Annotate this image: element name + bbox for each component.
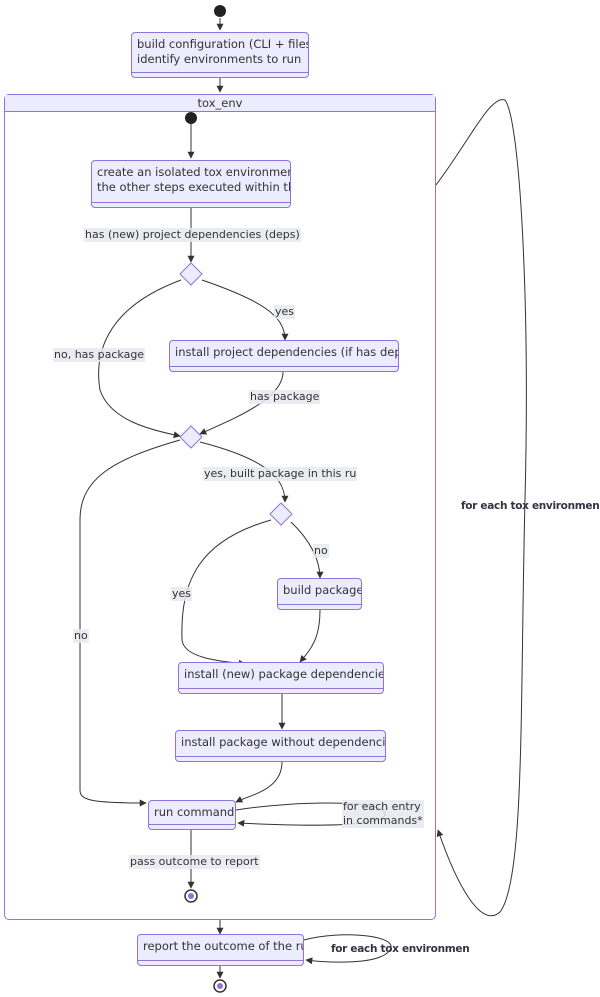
edge-build-pkgdeps bbox=[299, 609, 321, 663]
edge-label-has-deps: has (new) project dependencies (deps) bbox=[84, 228, 301, 242]
build-configuration-line2: identify environments to run bbox=[137, 52, 302, 66]
run-command-label: run command bbox=[154, 805, 235, 819]
edge-choice1-deps bbox=[201, 279, 289, 341]
choice-diamond-deps bbox=[179, 262, 203, 286]
run-command-node: run command bbox=[148, 800, 236, 830]
start-marker bbox=[214, 5, 226, 17]
tox-env-title: tox_env bbox=[5, 95, 435, 112]
edge-choice1-choice2 bbox=[98, 279, 182, 439]
edge-outer-loop bbox=[435, 99, 527, 917]
inner-start-marker bbox=[185, 112, 197, 124]
build-configuration-line1: build configuration (CLI + files) bbox=[137, 37, 309, 51]
create-env-line1: create an isolated tox environment bbox=[97, 165, 291, 179]
edge-label-has-package: has package bbox=[249, 390, 321, 404]
build-package-label: build package bbox=[283, 583, 362, 597]
report-outcome-node: report the outcome of the ru bbox=[137, 934, 304, 966]
edge-label-yes-skip: yes bbox=[171, 587, 193, 601]
edge-choice3-build bbox=[290, 521, 324, 579]
install-project-deps-node: install project dependencies (if has dep… bbox=[169, 340, 399, 372]
inner-end-marker bbox=[184, 889, 198, 903]
install-package-deps-label: install (new) package dependencies bbox=[184, 667, 384, 681]
edge-label-yes-deps: yes bbox=[274, 305, 296, 319]
edge-label-for-each-env-report: for each tox environmen bbox=[331, 943, 470, 955]
build-package-node: build package bbox=[277, 578, 362, 610]
edge-install-run bbox=[235, 761, 283, 803]
edge-label-no-build: no bbox=[313, 544, 329, 558]
install-package-label: install package without dependencies bbox=[181, 735, 386, 749]
edge-report-selfloop bbox=[303, 934, 392, 965]
for-each-entry-line1: for each entry bbox=[343, 800, 421, 813]
choice-diamond-built bbox=[269, 502, 293, 526]
edge-label-no-has-package: no, has package bbox=[53, 348, 146, 362]
for-each-entry-line2: in commands* bbox=[343, 814, 423, 827]
final-end-marker bbox=[213, 979, 227, 993]
create-env-node: create an isolated tox environment the o… bbox=[91, 160, 291, 208]
edge-label-yes-built: yes, built package in this ru bbox=[203, 467, 358, 481]
create-env-line2: the other steps executed within th bbox=[97, 180, 291, 194]
edge-deps-choice2 bbox=[199, 371, 284, 435]
build-configuration-node: build configuration (CLI + files) identi… bbox=[131, 32, 309, 78]
edge-choice2-run bbox=[79, 439, 181, 807]
choice-diamond-package bbox=[179, 425, 203, 449]
install-project-deps-label: install project dependencies (if has dep… bbox=[175, 345, 399, 359]
edge-label-for-each-env-loop: for each tox environmen bbox=[461, 500, 600, 512]
edge-label-no-package: no bbox=[73, 629, 89, 643]
install-package-node: install package without dependencies bbox=[175, 730, 386, 762]
report-outcome-label: report the outcome of the ru bbox=[143, 939, 304, 953]
edge-label-for-each-entry: for each entry in commands* bbox=[342, 800, 424, 828]
edge-choice3-pkgdeps bbox=[181, 519, 272, 667]
install-package-deps-node: install (new) package dependencies bbox=[178, 662, 384, 694]
edge-label-pass-outcome: pass outcome to report bbox=[129, 855, 260, 869]
